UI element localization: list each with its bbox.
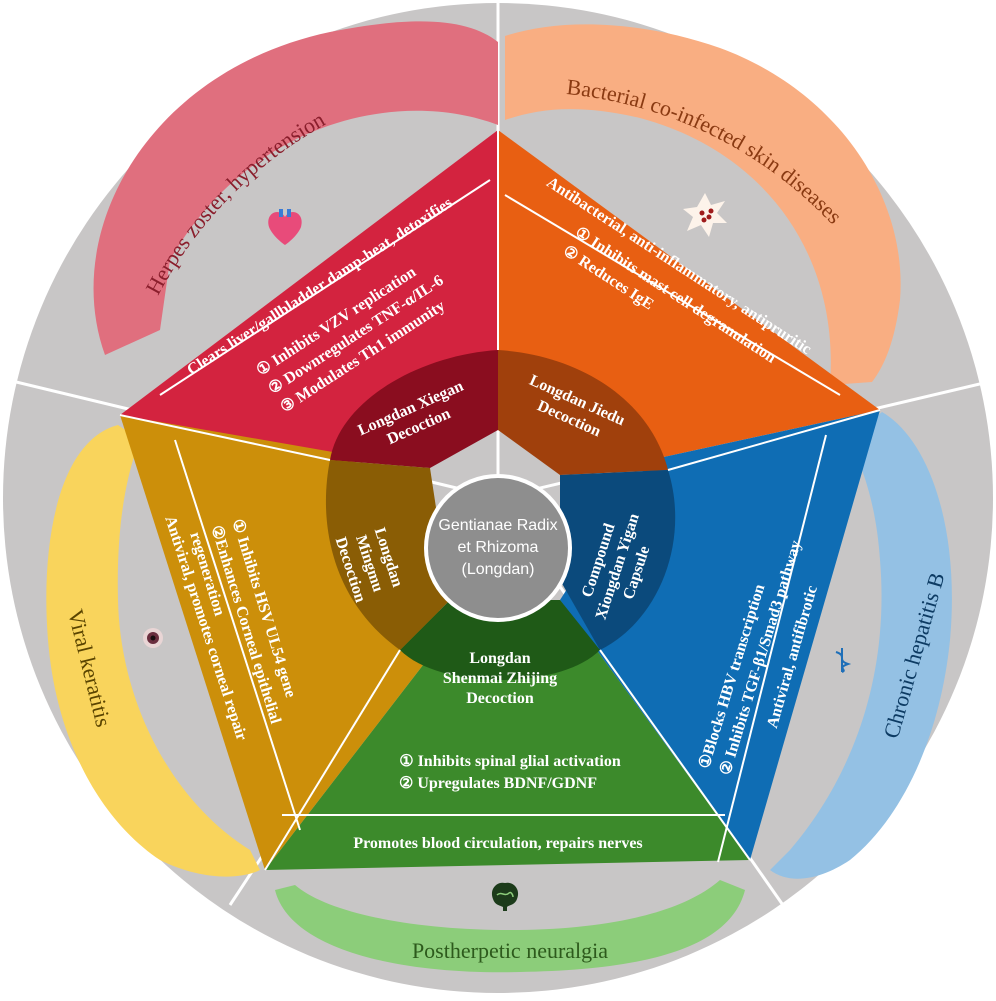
mechanism-green-2: ② Upregulates BDNF/GDNF xyxy=(399,775,597,792)
bacteria-icon xyxy=(683,193,727,237)
band-chronic-hepatitis xyxy=(770,412,952,879)
formula-wedge-blue xyxy=(560,470,676,650)
center-line-3: (Longdan) xyxy=(462,561,535,578)
band-viral-keratitis xyxy=(46,425,260,877)
formula-wedge-gold xyxy=(325,460,450,650)
effect-green: Promotes blood circulation, repairs nerv… xyxy=(353,835,642,852)
disease-label-postherpetic: Postherpetic neuralgia xyxy=(412,938,608,963)
formula-wedge-green xyxy=(400,600,600,680)
brain-icon xyxy=(491,882,519,911)
band-postherpetic xyxy=(275,880,745,973)
formula-green-line-2: Shenmai Zhijing xyxy=(443,670,557,687)
center-line-1: Gentianae Radix xyxy=(438,517,557,534)
center-circle xyxy=(428,478,568,618)
mechanism-green-1: ① Inhibits spinal glial activation xyxy=(399,753,621,770)
formula-green-line-1: Longdan xyxy=(469,650,530,667)
formula-green-line-3: Decoction xyxy=(466,690,534,707)
center-line-2: et Rhizoma xyxy=(458,539,539,556)
band-herpes-zoster xyxy=(93,21,498,355)
inner-separators xyxy=(119,130,881,871)
heart-icon xyxy=(268,209,302,245)
caduceus-icon xyxy=(835,648,852,673)
formula-green: Longdan Shenmai Zhijing Decoction xyxy=(443,650,557,707)
eye-icon xyxy=(143,628,163,648)
mechanisms-green: ① Inhibits spinal glial activation ② Upr… xyxy=(399,753,621,792)
formula-wedge-red xyxy=(330,350,498,468)
band-bacterial-skin xyxy=(505,24,901,385)
sector-green xyxy=(265,600,750,870)
formula-wedge-orange xyxy=(498,350,668,475)
